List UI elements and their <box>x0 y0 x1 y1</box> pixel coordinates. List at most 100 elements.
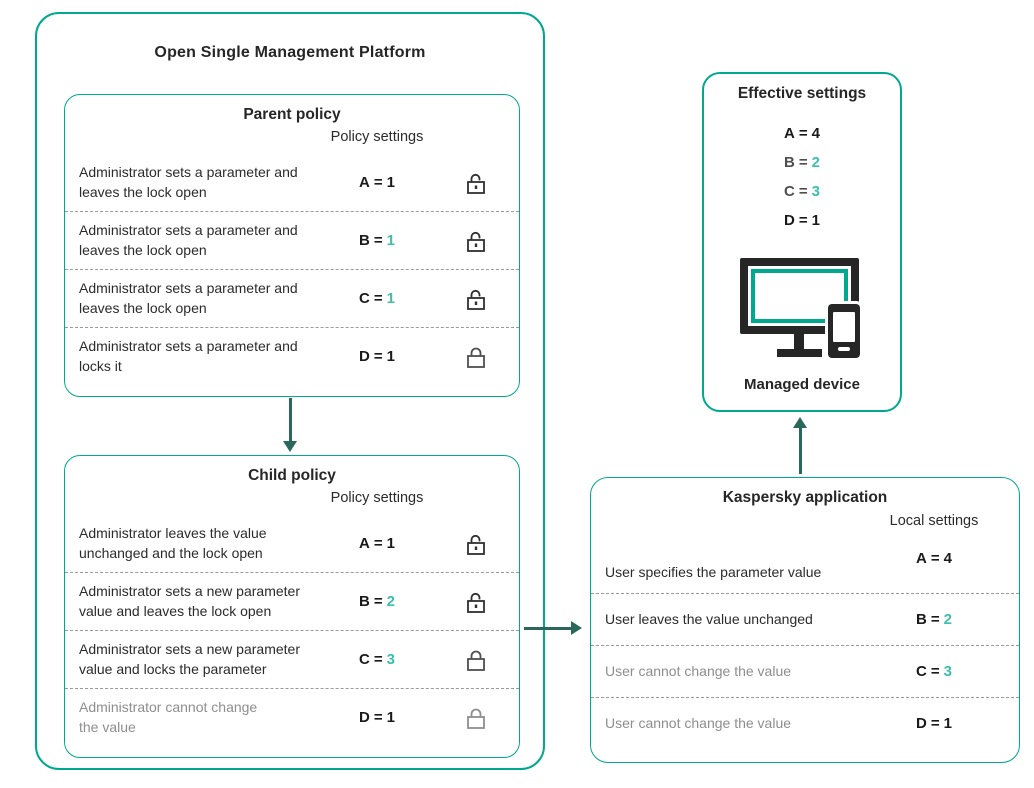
closed-lock-icon <box>463 647 489 673</box>
local-setting-row: User cannot change the value D=1 <box>591 697 1019 749</box>
param-value: 4 <box>811 125 820 142</box>
row-value: D=1 <box>359 709 395 726</box>
equals-sign: = <box>373 651 383 668</box>
param-letter: A <box>359 174 370 191</box>
param-value: 2 <box>811 154 820 171</box>
effective-value: A=4 <box>784 119 820 148</box>
param-value: 1 <box>943 715 952 732</box>
param-letter: D <box>784 212 795 229</box>
row-value: B=2 <box>916 611 952 628</box>
policy-row: Administrator sets a parameter and leave… <box>65 211 519 269</box>
param-value: 2 <box>943 611 952 628</box>
equals-sign: = <box>373 709 383 726</box>
param-letter: C <box>784 183 795 200</box>
row-value: A=1 <box>359 535 395 552</box>
policy-row: Administrator sets a new parameter value… <box>65 572 519 630</box>
row-value: D=1 <box>359 348 395 365</box>
param-letter: C <box>359 651 370 668</box>
param-value: 1 <box>811 212 820 229</box>
arrow-head-down-icon <box>283 441 297 452</box>
row-text: Administrator sets a parameter and leave… <box>79 280 298 316</box>
param-letter: A <box>916 550 927 567</box>
equals-sign: = <box>930 663 940 680</box>
arrow-line <box>524 626 571 630</box>
effective-settings-box: Effective settings A=4 B=2 C=3 D=1 <box>702 72 902 412</box>
row-value: A=1 <box>359 174 395 191</box>
parent-policy-rows: Administrator sets a parameter and leave… <box>65 154 519 385</box>
closed-lock-icon <box>463 344 489 370</box>
policy-row: Administrator leaves the value unchanged… <box>65 515 519 572</box>
param-value: 1 <box>386 232 395 249</box>
param-value: 2 <box>386 593 395 610</box>
arrow-head-up-icon <box>793 417 807 428</box>
child-policy-box: Child policy Policy settings Administrat… <box>64 455 520 758</box>
open-lock-icon <box>463 286 489 312</box>
parent-policy-title: Parent policy <box>243 106 341 123</box>
parent-policy-settings-header: Policy settings <box>65 129 519 145</box>
policy-row: Administrator sets a parameter and leave… <box>65 269 519 327</box>
param-value: 1 <box>386 709 395 726</box>
child-policy-rows: Administrator leaves the value unchanged… <box>65 515 519 746</box>
equals-sign: = <box>373 174 383 191</box>
param-value: 3 <box>386 651 395 668</box>
row-text: User cannot change the value <box>605 662 792 679</box>
row-text: Administrator sets a parameter and leave… <box>79 164 298 200</box>
equals-sign: = <box>373 535 383 552</box>
equals-sign: = <box>930 611 940 628</box>
equals-sign: = <box>930 550 940 567</box>
local-setting-row: User leaves the value unchanged B=2 <box>591 593 1019 645</box>
policy-row: Administrator sets a new parameter value… <box>65 630 519 688</box>
equals-sign: = <box>373 348 383 365</box>
equals-sign: = <box>373 593 383 610</box>
policy-row: Administrator sets a parameter and locks… <box>65 327 519 385</box>
row-value: C=3 <box>359 651 395 668</box>
param-letter: C <box>359 290 370 307</box>
param-letter: D <box>916 715 927 732</box>
local-setting-row: User cannot change the value C=3 <box>591 645 1019 697</box>
policy-row: Administrator cannot change the value D=… <box>65 688 519 746</box>
phone-home-bar <box>838 347 850 351</box>
managed-device-label: Managed device <box>744 376 860 393</box>
kaspersky-application-box: Kaspersky application Local settings Use… <box>590 477 1020 763</box>
local-settings-label: Local settings <box>889 513 979 529</box>
row-text: Administrator sets a new parameter value… <box>79 641 300 677</box>
parent-to-child-arrow <box>283 398 297 452</box>
parent-policy-box: Parent policy Policy settings Administra… <box>64 94 520 397</box>
param-letter: B <box>916 611 927 628</box>
monitor-stand-base <box>777 349 822 357</box>
param-value: 3 <box>943 663 952 680</box>
equals-sign: = <box>373 290 383 307</box>
row-text: User cannot change the value <box>605 714 792 731</box>
row-value: D=1 <box>916 715 952 732</box>
equals-sign: = <box>798 125 808 142</box>
row-text: Administrator leaves the value unchanged… <box>79 525 267 561</box>
row-value: B=1 <box>359 232 395 249</box>
row-text: Administrator sets a new parameter value… <box>79 583 300 619</box>
row-text: User leaves the value unchanged <box>605 610 813 627</box>
managed-device-icon <box>740 258 864 361</box>
param-letter: D <box>359 709 370 726</box>
row-text: Administrator cannot change the value <box>79 699 258 735</box>
equals-sign: = <box>930 715 940 732</box>
row-value: C=3 <box>916 663 952 680</box>
phone-screen <box>833 312 855 342</box>
equals-sign: = <box>798 154 808 171</box>
local-settings-header: Local settings <box>591 513 1019 529</box>
policy-row: Administrator sets a parameter and leave… <box>65 154 519 211</box>
child-policy-title: Child policy <box>248 467 336 484</box>
kaspersky-rows: User specifies the parameter value A=4 U… <box>591 542 1019 749</box>
kaspersky-application-title: Kaspersky application <box>722 489 888 506</box>
row-text: Administrator sets a parameter and leave… <box>79 222 298 258</box>
row-text: Administrator sets a parameter and locks… <box>79 338 298 374</box>
param-value: 3 <box>811 183 820 200</box>
param-letter: A <box>359 535 370 552</box>
open-lock-icon <box>463 228 489 254</box>
row-value: B=2 <box>359 593 395 610</box>
open-lock-icon <box>463 589 489 615</box>
open-lock-icon <box>463 531 489 557</box>
platform-title: Open Single Management Platform <box>154 44 426 61</box>
effective-value: B=2 <box>784 148 820 177</box>
child-policy-settings-header: Policy settings <box>65 490 519 506</box>
arrow-line <box>288 398 292 441</box>
